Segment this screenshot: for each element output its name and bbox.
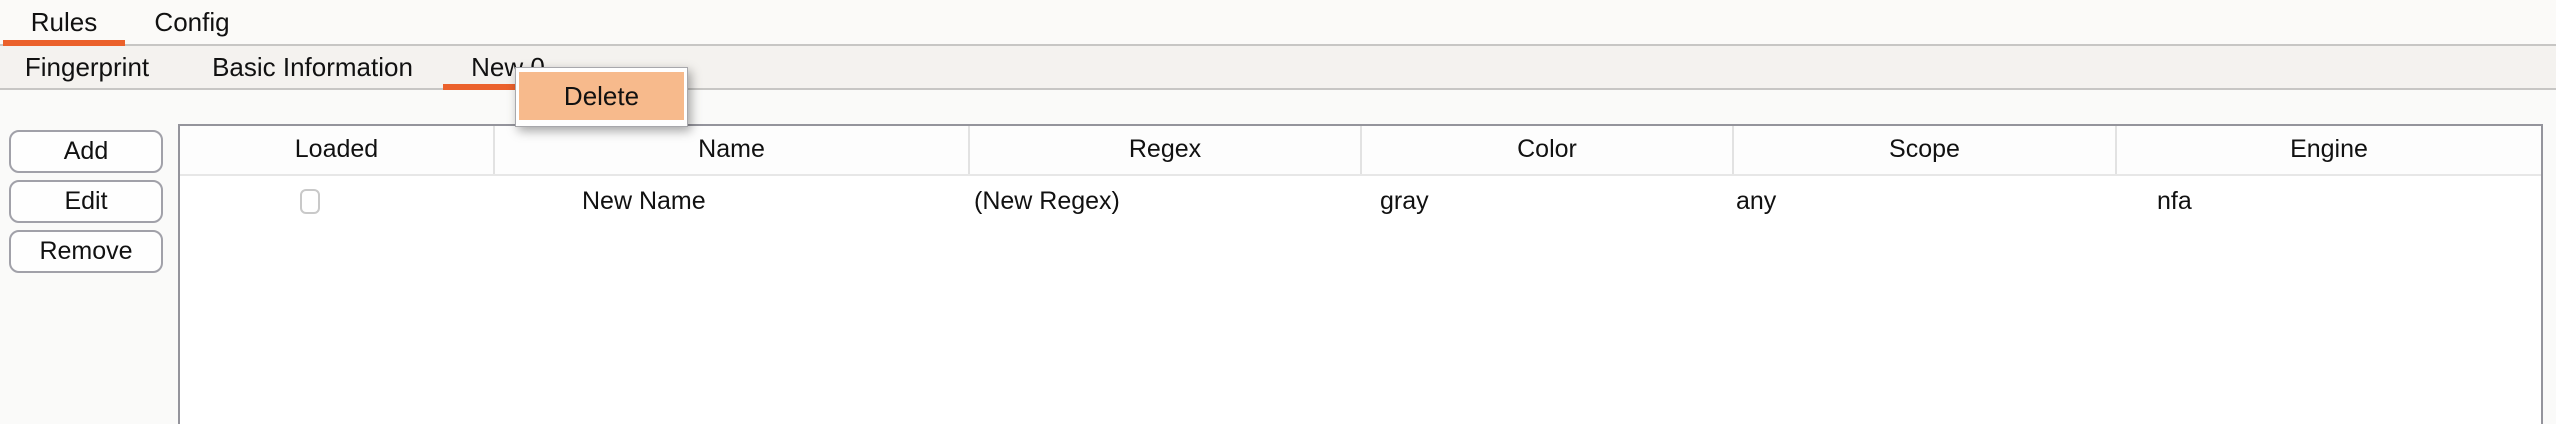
loaded-cell: [180, 188, 495, 214]
regex-cell: (New Regex): [974, 187, 1120, 215]
tab-basic-information[interactable]: Basic Information: [212, 52, 413, 82]
column-header-engine[interactable]: Engine: [2290, 135, 2368, 163]
column-header-color[interactable]: Color: [1362, 126, 1734, 174]
secondary-tab-bar-divider: [0, 88, 2556, 90]
secondary-tab-bar: [0, 46, 2556, 88]
tab-rules[interactable]: Rules: [30, 7, 98, 37]
color-cell: gray: [1380, 187, 1429, 215]
scope-cell: any: [1736, 187, 1777, 215]
column-header-name[interactable]: Name: [495, 126, 970, 174]
column-header-loaded[interactable]: Loaded: [180, 126, 495, 174]
engine-cell: nfa: [2157, 187, 2192, 215]
loaded-checkbox[interactable]: [300, 188, 320, 214]
column-header-regex[interactable]: Regex: [970, 126, 1362, 174]
tab-fingerprint[interactable]: Fingerprint: [24, 52, 150, 82]
edit-button[interactable]: Edit: [9, 180, 163, 223]
tab-config[interactable]: Config: [154, 7, 230, 37]
table-header-row: Loaded Name Regex Color Scope Engine: [180, 126, 2541, 176]
active-subtab-indicator: [443, 84, 573, 90]
active-tab-indicator: [3, 40, 125, 46]
primary-tab-bar: [0, 0, 2556, 44]
table-row[interactable]: New Name (New Regex) gray any nfa: [180, 176, 2541, 226]
rules-table: Loaded Name Regex Color Scope Engine New…: [178, 124, 2543, 424]
context-menu: Delete: [515, 67, 688, 127]
remove-button[interactable]: Remove: [9, 230, 163, 273]
column-header-scope[interactable]: Scope: [1734, 126, 2117, 174]
name-cell: New Name: [582, 187, 706, 215]
primary-tab-bar-divider: [0, 44, 2556, 46]
add-button[interactable]: Add: [9, 130, 163, 173]
delete-menu-item[interactable]: Delete: [519, 72, 684, 120]
